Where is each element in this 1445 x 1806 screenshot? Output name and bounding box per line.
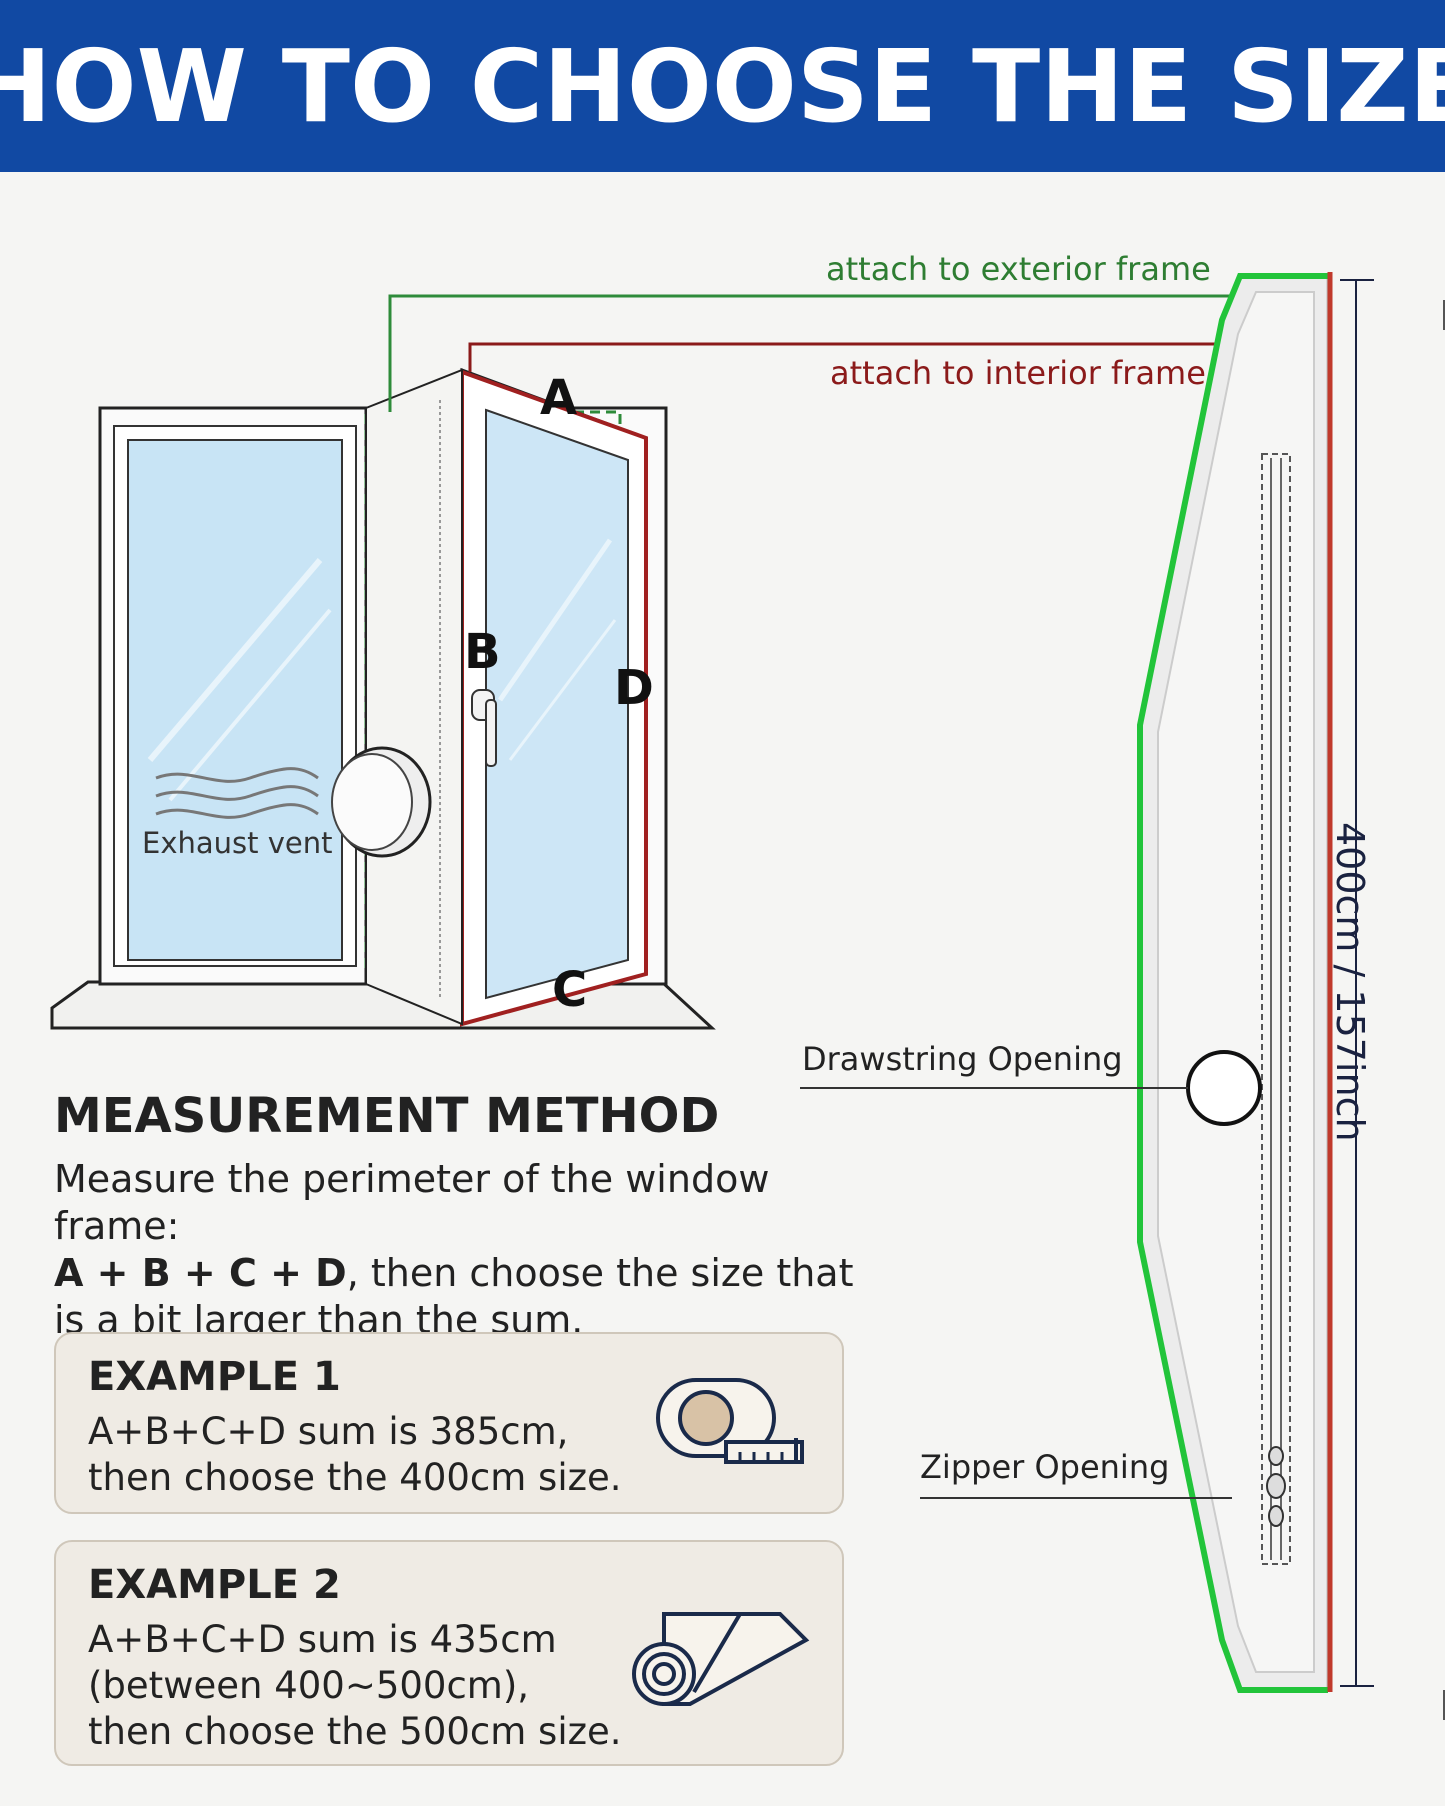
- tape-measure-icon: [656, 1378, 804, 1464]
- method-line-2-rest: , then choose the size that: [346, 1251, 854, 1295]
- page-title: HOW TO CHOOSE THE SIZE: [0, 27, 1445, 145]
- panel-green-edge: [1137, 273, 1328, 1693]
- measurement-method-text: Measure the perimeter of the window fram…: [54, 1156, 874, 1344]
- method-line-1: Measure the perimeter of the window fram…: [54, 1157, 770, 1248]
- header-banner: HOW TO CHOOSE THE SIZE: [0, 0, 1445, 172]
- drawstring-opening-icon: [1186, 1050, 1262, 1126]
- exterior-leader-line: [388, 294, 1245, 412]
- zipper-track: [1261, 453, 1291, 1565]
- example-1-card: EXAMPLE 1 A+B+C+D sum is 385cm, then cho…: [54, 1332, 844, 1514]
- airflow-icon: [155, 767, 319, 783]
- example-1-title: EXAMPLE 1: [88, 1354, 341, 1400]
- zipper-pull-icon: [1266, 1446, 1286, 1527]
- side-b-label: B: [464, 624, 501, 680]
- zipper-opening-label: Zipper Opening: [920, 1448, 1170, 1486]
- example-2-line-1: A+B+C+D sum is 435cm: [88, 1618, 557, 1661]
- interior-frame-label: attach to interior frame: [830, 354, 1206, 392]
- drawstring-opening-label: Drawstring Opening: [802, 1040, 1123, 1078]
- panel-length-label: 400cm / 157inch: [1328, 822, 1372, 1142]
- side-d-label: D: [614, 660, 654, 716]
- example-1-line-2: then choose the 400cm size.: [88, 1456, 622, 1499]
- interior-leader-line: [468, 342, 1322, 372]
- exterior-frame-label: attach to exterior frame: [826, 250, 1211, 288]
- example-1-line-1: A+B+C+D sum is 385cm,: [88, 1410, 569, 1453]
- window-left-glass: [127, 439, 343, 961]
- fabric-roll-icon: [632, 1612, 810, 1706]
- example-2-title: EXAMPLE 2: [88, 1562, 341, 1608]
- side-a-label: A: [540, 370, 578, 426]
- example-2-line-2: (between 400~500cm),: [88, 1664, 530, 1707]
- example-2-card: EXAMPLE 2 A+B+C+D sum is 435cm (between …: [54, 1540, 844, 1766]
- method-formula: A + B + C + D: [54, 1251, 347, 1295]
- side-c-label: C: [552, 962, 588, 1018]
- example-2-line-3: then choose the 500cm size.: [88, 1710, 622, 1753]
- method-line-2: A + B + C + D, then choose the size that: [54, 1250, 874, 1297]
- exhaust-vent-label: Exhaust vent: [142, 826, 333, 860]
- measurement-method-title: MEASUREMENT METHOD: [54, 1088, 720, 1144]
